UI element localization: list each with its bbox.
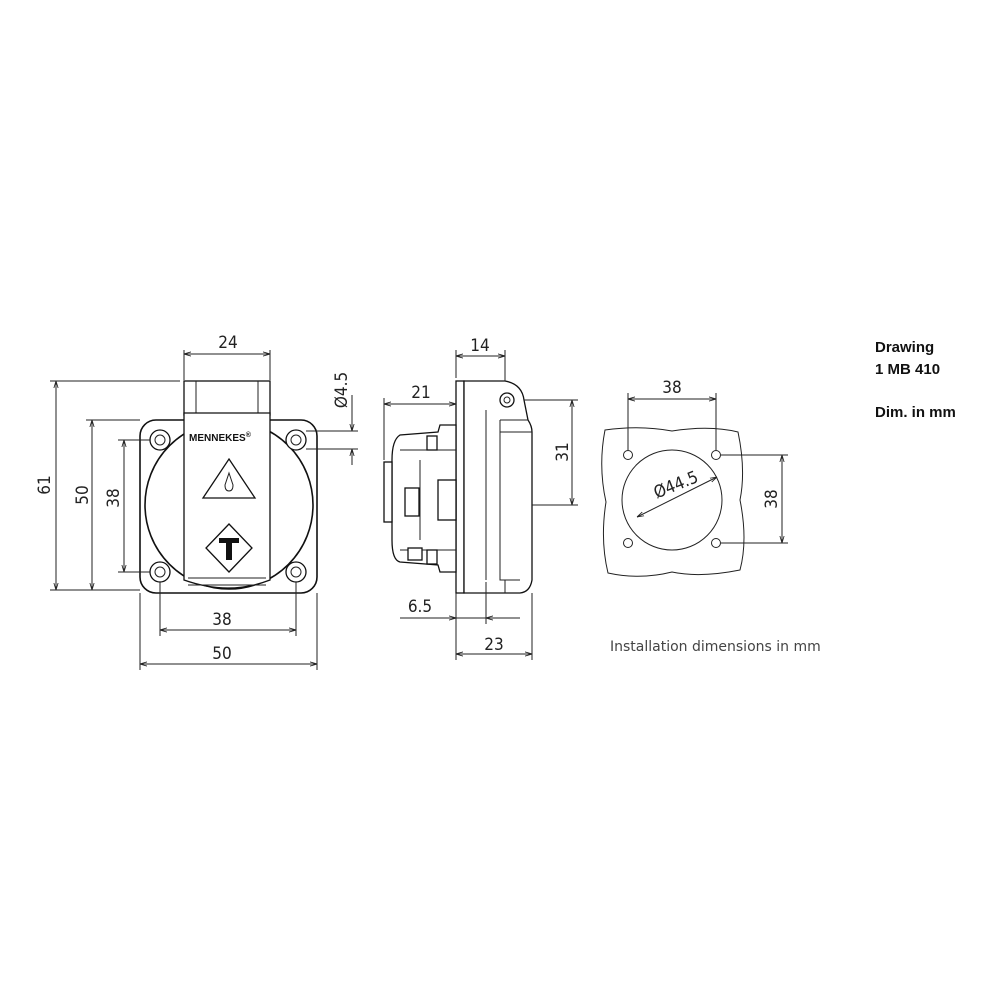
dim-side-21: 21 (411, 383, 430, 403)
dim-front-50-horizontal: 50 (212, 644, 231, 664)
warning-triangle-icon (201, 457, 257, 499)
dim-cutout-38-vertical: 38 (762, 489, 782, 508)
hinge (183, 380, 271, 416)
dim-front-38-vertical: 38 (104, 488, 124, 507)
cutout-circle (621, 449, 723, 551)
side-view: 14 21 31 6.5 23 (383, 336, 578, 660)
side-rear-body (391, 424, 457, 573)
cutout-view: Ø44.5 38 38 Installation dimensions in m… (601, 378, 821, 655)
dim-front-38-horizontal: 38 (212, 610, 231, 630)
side-lid (463, 380, 533, 594)
title-line-1: Drawing (875, 339, 934, 356)
title-line-2: 1 MB 410 (875, 361, 940, 378)
panel-outline (601, 427, 745, 577)
title-line-3: Dim. in mm (875, 404, 956, 421)
mounting-holes (149, 429, 307, 583)
dim-side-31: 31 (553, 442, 573, 461)
dim-side-6-5: 6.5 (408, 597, 432, 617)
dim-front-50-vertical: 50 (73, 485, 93, 504)
front-view: MENNEKES® 24 61 50 38 (35, 333, 358, 670)
dim-cutout-38-horizontal: 38 (662, 378, 681, 398)
diamond-symbol-icon (205, 523, 253, 573)
dim-side-14: 14 (470, 336, 489, 356)
installation-caption: Installation dimensions in mm (610, 639, 821, 655)
title-block: Drawing 1 MB 410 Dim. in mm (875, 339, 956, 421)
dim-side-23: 23 (484, 635, 503, 655)
dim-front-hole-dia: Ø4.5 (332, 372, 352, 408)
dim-front-top: 24 (218, 333, 237, 353)
side-flange (455, 380, 465, 594)
brand-label: MENNEKES® (189, 431, 252, 444)
hinge-pin-icon (499, 392, 515, 408)
dim-front-61: 61 (35, 475, 55, 494)
